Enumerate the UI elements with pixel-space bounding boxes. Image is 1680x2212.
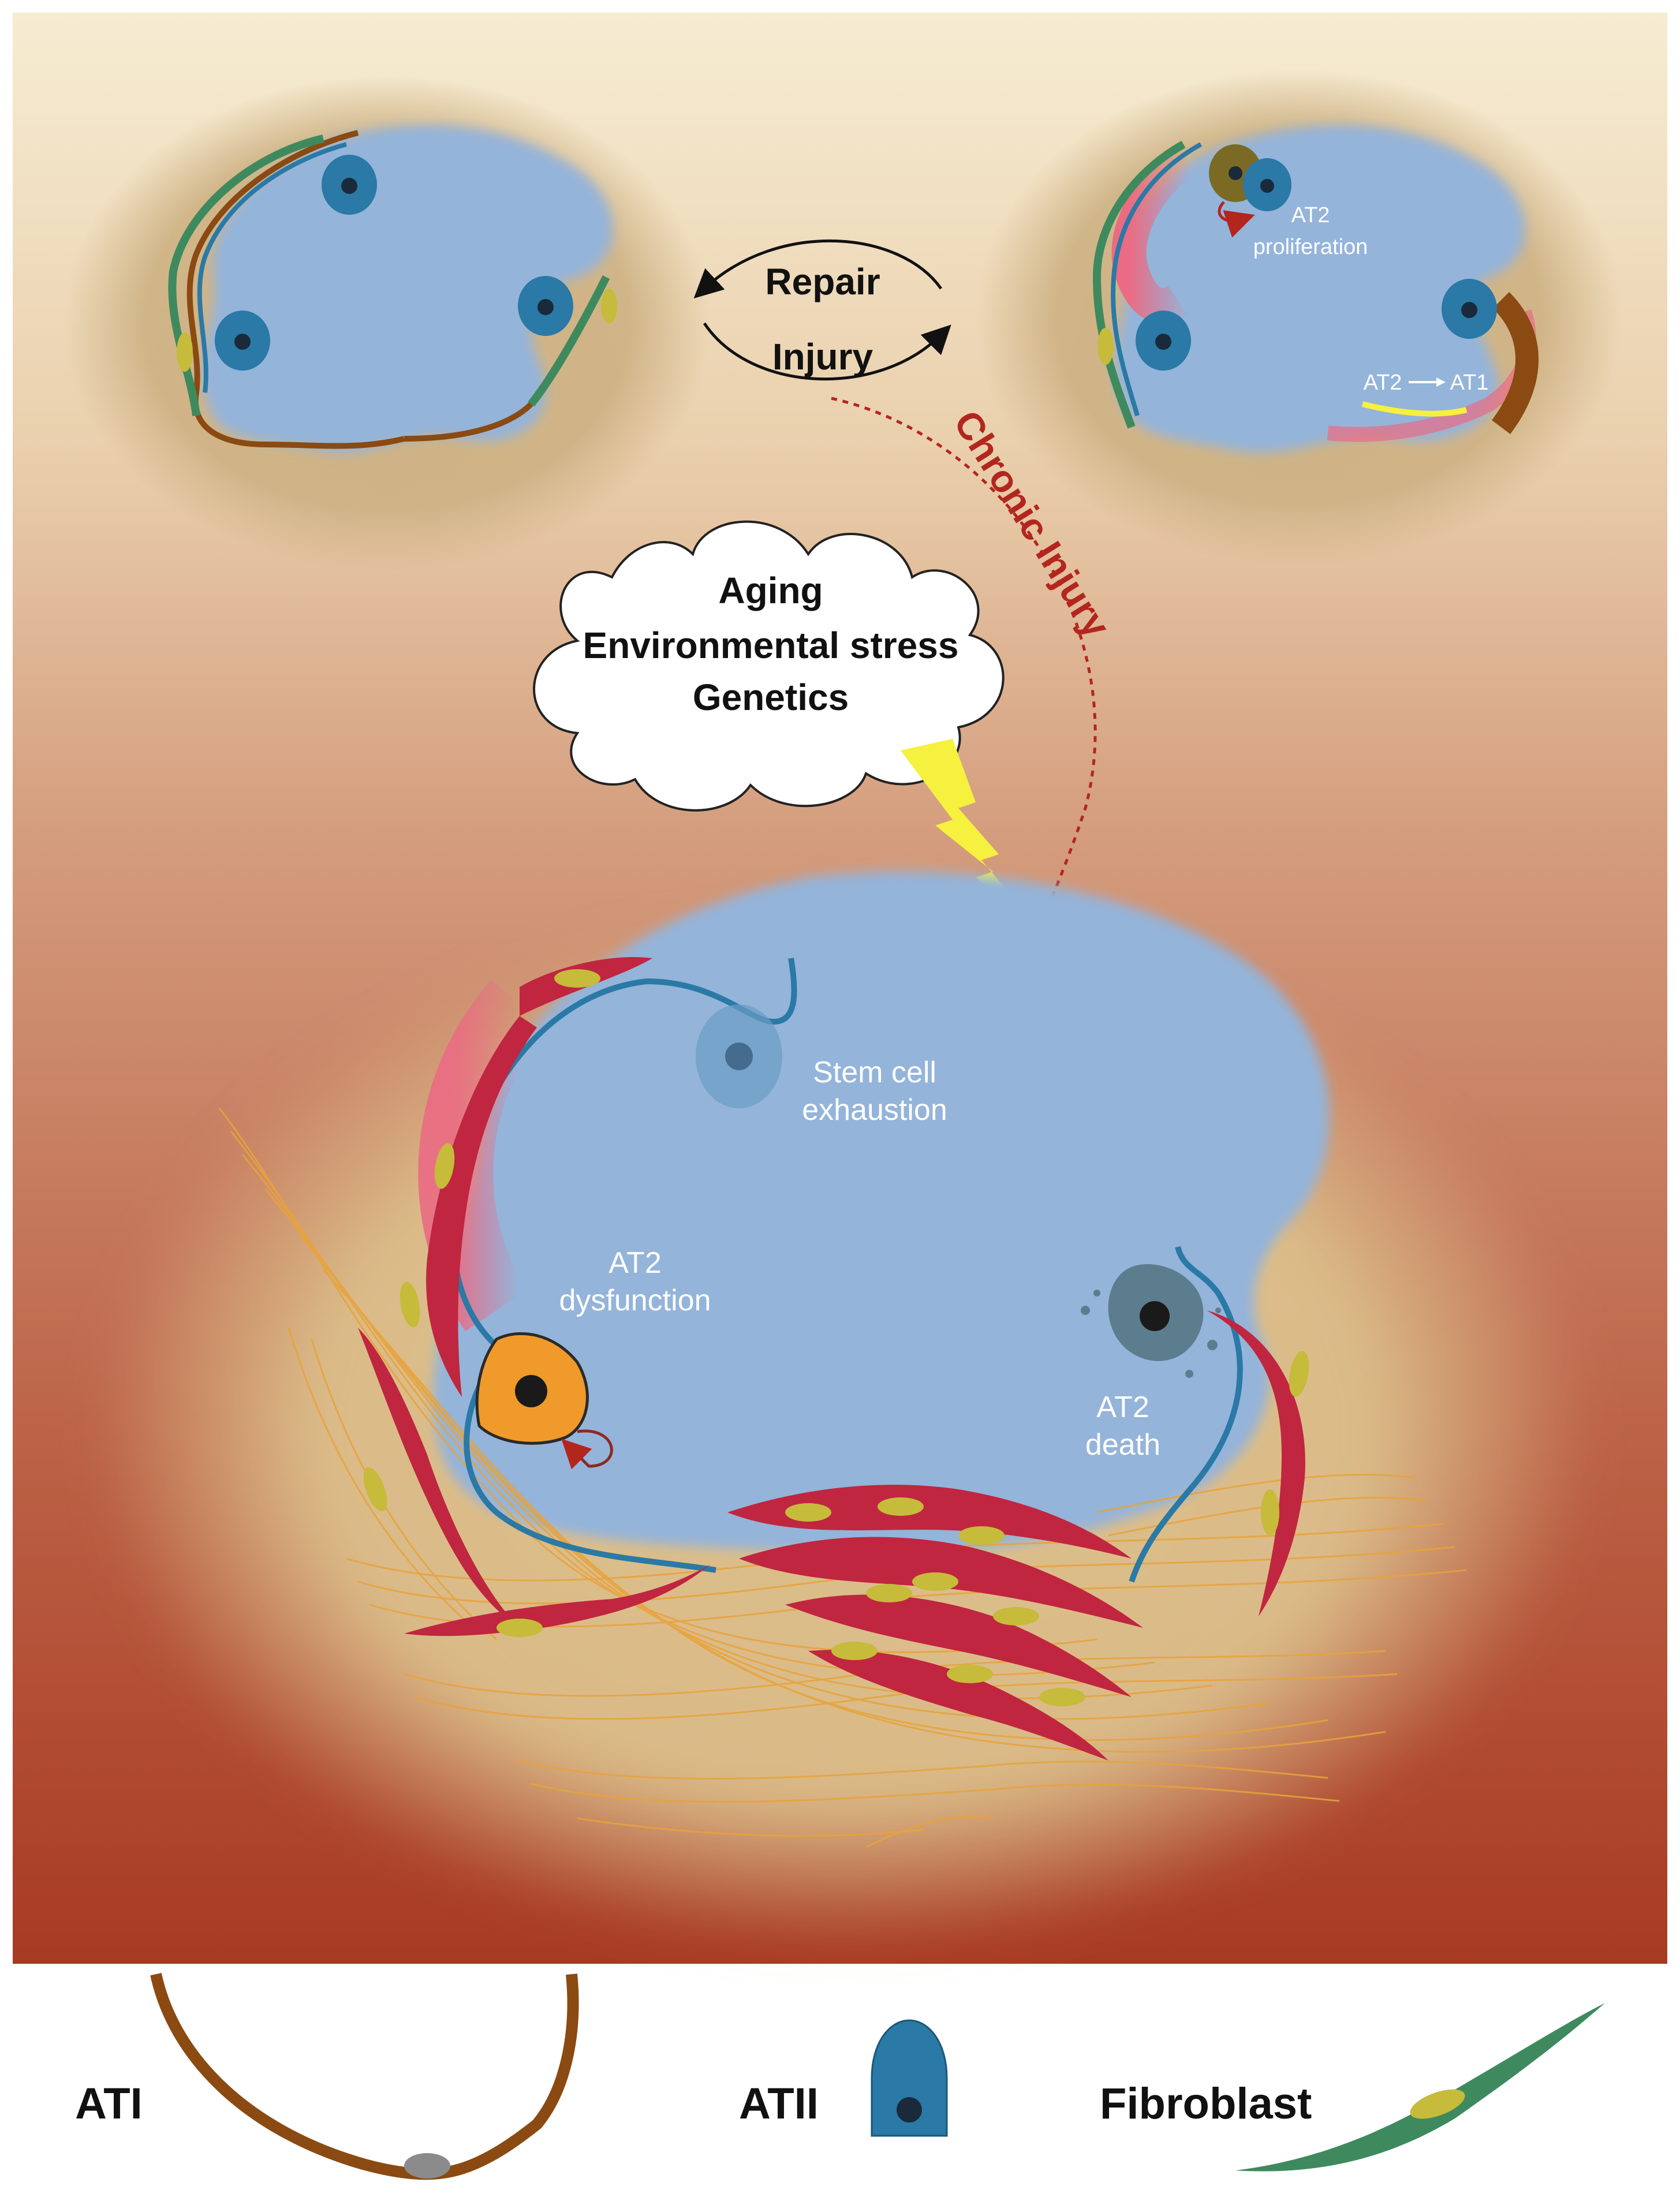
stressor-cloud: Aging Environmental stress Genetics: [533, 520, 1005, 812]
at2-to-at1-from: AT2: [1364, 371, 1402, 395]
repair-injury-cycle: Repair Injury: [693, 239, 951, 381]
legend-atii-label: ATII: [739, 2079, 819, 2128]
stressor-genetics: Genetics: [693, 677, 849, 718]
dysfunction-label-1: AT2: [608, 1246, 662, 1280]
dysfunction-label-2: dysfunction: [559, 1284, 711, 1317]
stressor-aging: Aging: [718, 570, 823, 611]
legend-fibroblast-label: Fibroblast: [1100, 2079, 1312, 2128]
annotations: AT2 proliferation AT2 AT1 Stem cell exha…: [559, 203, 1488, 1462]
at2-to-at1-to: AT1: [1450, 371, 1489, 395]
injury-label: Injury: [772, 336, 873, 378]
ati-cell-icon: [150, 1972, 579, 2180]
legend: ATI ATII Fibroblast: [75, 1972, 1605, 2180]
stem-cell-label-2: exhaustion: [802, 1093, 947, 1127]
fibrotic-alveolus: [92, 871, 1593, 1951]
legend-ati-label: ATI: [75, 2079, 143, 2128]
death-label-1: AT2: [1096, 1391, 1149, 1424]
death-label-2: death: [1085, 1428, 1160, 1462]
repairing-alveolus: [976, 69, 1622, 566]
lightning-bolt-icon: [901, 739, 1045, 935]
stressor-environment: Environmental stress: [583, 625, 959, 666]
atii-cell-icon: [871, 2019, 948, 2137]
chronic-injury-arrow: [831, 397, 1097, 1029]
repair-label: Repair: [765, 261, 880, 302]
at2-proliferation-label-2: proliferation: [1253, 235, 1368, 259]
at2-proliferation-label-1: AT2: [1291, 203, 1330, 227]
stem-cell-label-1: Stem cell: [813, 1056, 936, 1089]
healthy-alveolus: [64, 75, 710, 571]
